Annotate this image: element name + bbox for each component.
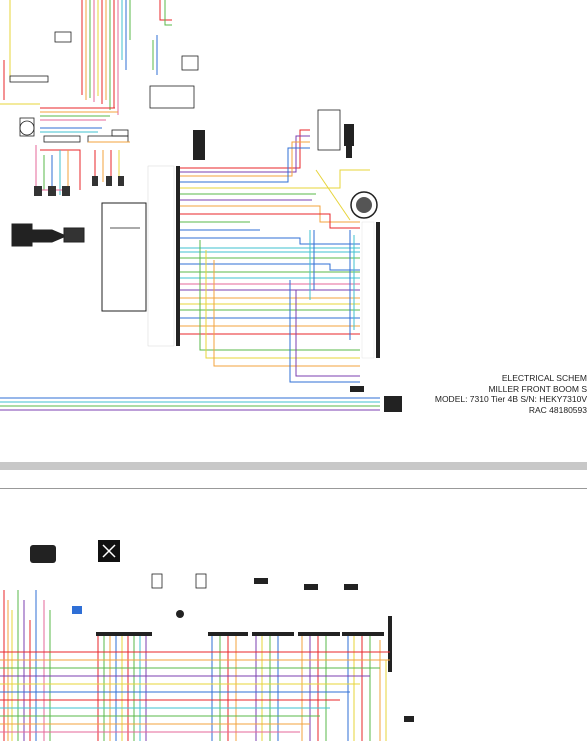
joystick-icon: [11, 223, 85, 247]
bottom-horizontal-wires: [0, 651, 390, 733]
right-connector-column: [361, 221, 380, 359]
switch-icons-left: [34, 176, 124, 196]
switch-icon: [92, 176, 98, 186]
connector-block-icon: [9, 75, 49, 83]
switch-wiring-left: [35, 141, 130, 195]
round-connector-icon: [350, 191, 378, 219]
ecu-module-icon: [149, 85, 195, 109]
bottom-pin-rows: [96, 616, 392, 672]
connector-block-icon: [87, 135, 129, 143]
switch-icon: [62, 186, 70, 196]
top-sheet: [0, 0, 402, 412]
sheet-separator-line: [0, 488, 587, 489]
bottom-sheet: [0, 540, 414, 741]
controller-pin-column: [147, 165, 180, 347]
title-line-4: RAC 48180593: [528, 404, 587, 415]
bottom-vertical-wires: [3, 590, 387, 741]
switch-icon: [106, 176, 112, 186]
connector-block-icon: [111, 129, 129, 137]
sheet-separator-bar: [0, 462, 587, 470]
title-block: ELECTRICAL SCHEM MILLER FRONT BOOM S MOD…: [417, 373, 587, 415]
fuse-icon: [195, 573, 207, 589]
switch-icon: [118, 176, 124, 186]
connector-block-icon: [30, 545, 56, 563]
bottom-right-connector: [350, 386, 402, 412]
connector-block-icon: [193, 130, 205, 160]
sensor-icon: [19, 120, 35, 136]
fuse-icon: [151, 573, 163, 589]
top-right-connector: [317, 109, 354, 158]
title-line-3: MODEL: 7310 Tier 4B S/N: HEKY7310V: [434, 394, 587, 404]
main-controller: [101, 202, 147, 312]
bottom-top-components: [30, 540, 414, 722]
ecu-module-icon: [101, 202, 147, 312]
bottom-harness-top-sheet: [0, 397, 380, 411]
title-line-1: ELECTRICAL SCHEM: [501, 373, 587, 383]
component-cluster-top-left: [9, 31, 199, 143]
switch-icon: [48, 186, 56, 196]
connector-block-icon: [54, 31, 72, 43]
switch-icon: [34, 186, 42, 196]
main-harness: [180, 129, 370, 383]
wire-bundle-top-left: [0, 0, 172, 133]
small-module: [193, 130, 205, 160]
title-line-2: MILLER FRONT BOOM S: [488, 383, 587, 394]
connector-block-icon: [43, 135, 81, 143]
connector-block-icon: [181, 55, 199, 71]
connector-block-icon: [317, 109, 341, 151]
connector-block-icon: [384, 396, 402, 412]
